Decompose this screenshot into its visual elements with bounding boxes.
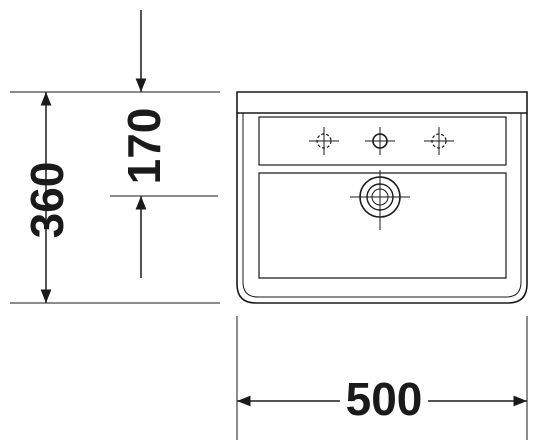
depth-dimension-label: 360 [21,162,73,239]
basin-body-inner-edge [242,113,522,298]
tap-offset-dimension: 170 [110,10,218,278]
depth-dimension: 360 [10,91,220,304]
basin-bowl [258,172,507,279]
tap-deck [258,116,507,166]
width-dimension: 500 [236,316,528,440]
tap-hole-left-icon [309,127,339,155]
drain-icon [350,170,410,230]
tap-offset-dimension-label: 170 [118,108,170,185]
tap-hole-right-icon [424,127,454,155]
tap-hole-center-icon [365,127,395,155]
basin-outline [236,91,528,304]
basin-rim [236,91,528,114]
basin-body-outer [236,113,528,304]
width-dimension-label: 500 [346,373,423,425]
